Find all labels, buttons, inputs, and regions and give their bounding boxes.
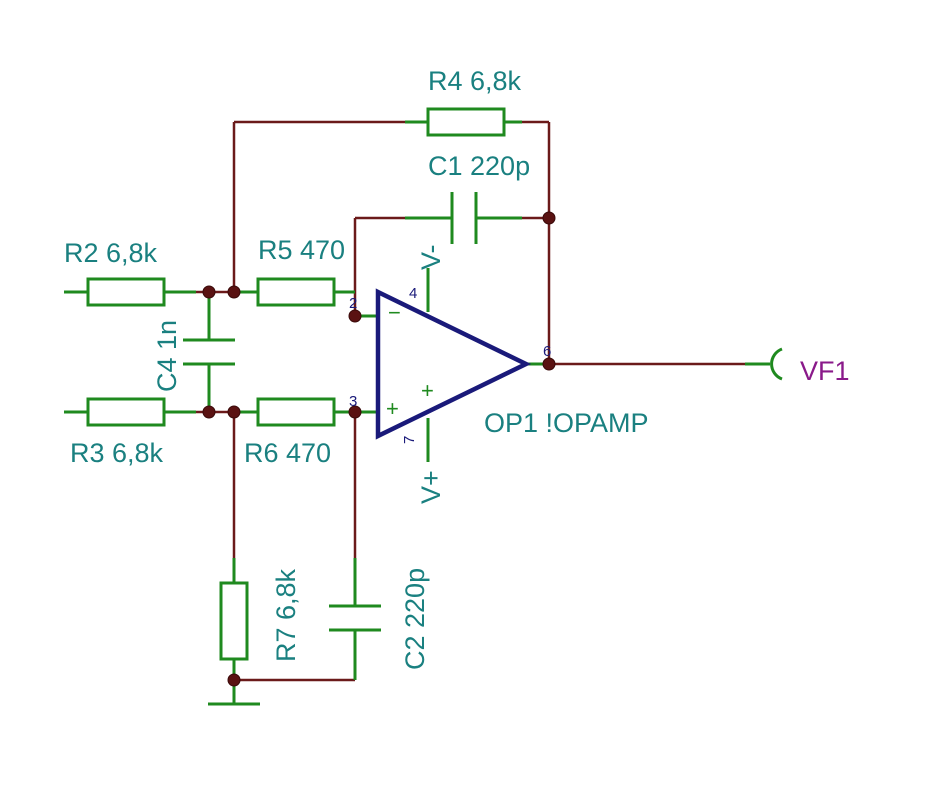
wires [195,120,750,682]
label-c1: C1 220p [428,151,530,181]
label-r7: R7 6,8k [271,568,301,662]
junction-dot [227,673,241,687]
r6-resistor-body [256,397,336,427]
junction-dot [542,357,556,371]
r2-resistor-body [86,277,166,307]
opamp-triangle [375,288,532,440]
pin-number-6: 6 [543,343,551,360]
label-c4: C4 1n [152,320,182,392]
pin-number-2: 2 [349,295,357,312]
r3-resistor-body [86,397,166,427]
junction-dot [202,285,216,299]
junction-dot [348,405,362,419]
label-r5: R5 470 [258,235,345,265]
opamp-plus-sign-inner: + [421,378,434,403]
label-r3: R3 6,8k [70,438,164,468]
components [64,107,783,706]
vf1-connector-arc [770,347,783,381]
opamp-minus-sign: − [388,300,401,325]
junction-dot [202,405,216,419]
label-vf1: VF1 [800,356,850,386]
label-vplus: V+ [416,470,446,504]
pin-number-3: 3 [349,393,357,410]
junction-dot [227,285,241,299]
junction-dot [227,405,241,419]
junction-dots [202,211,556,687]
r5-resistor-body [256,277,336,307]
pin-number-4: 4 [409,285,417,302]
label-op1: OP1 !OPAMP [484,408,649,438]
pin-number-7: 7 [401,436,418,444]
label-r4: R4 6,8k [428,66,522,96]
label-c2: C2 220p [400,568,430,670]
label-vminus: V- [416,244,446,270]
r4-resistor-body [426,107,506,137]
junction-dot [542,211,556,225]
junction-dot [348,309,362,323]
r7-resistor-body [219,581,249,661]
opamp-plus-sign-input: + [386,396,399,421]
label-r2: R2 6,8k [64,238,158,268]
label-r6: R6 470 [244,438,331,468]
